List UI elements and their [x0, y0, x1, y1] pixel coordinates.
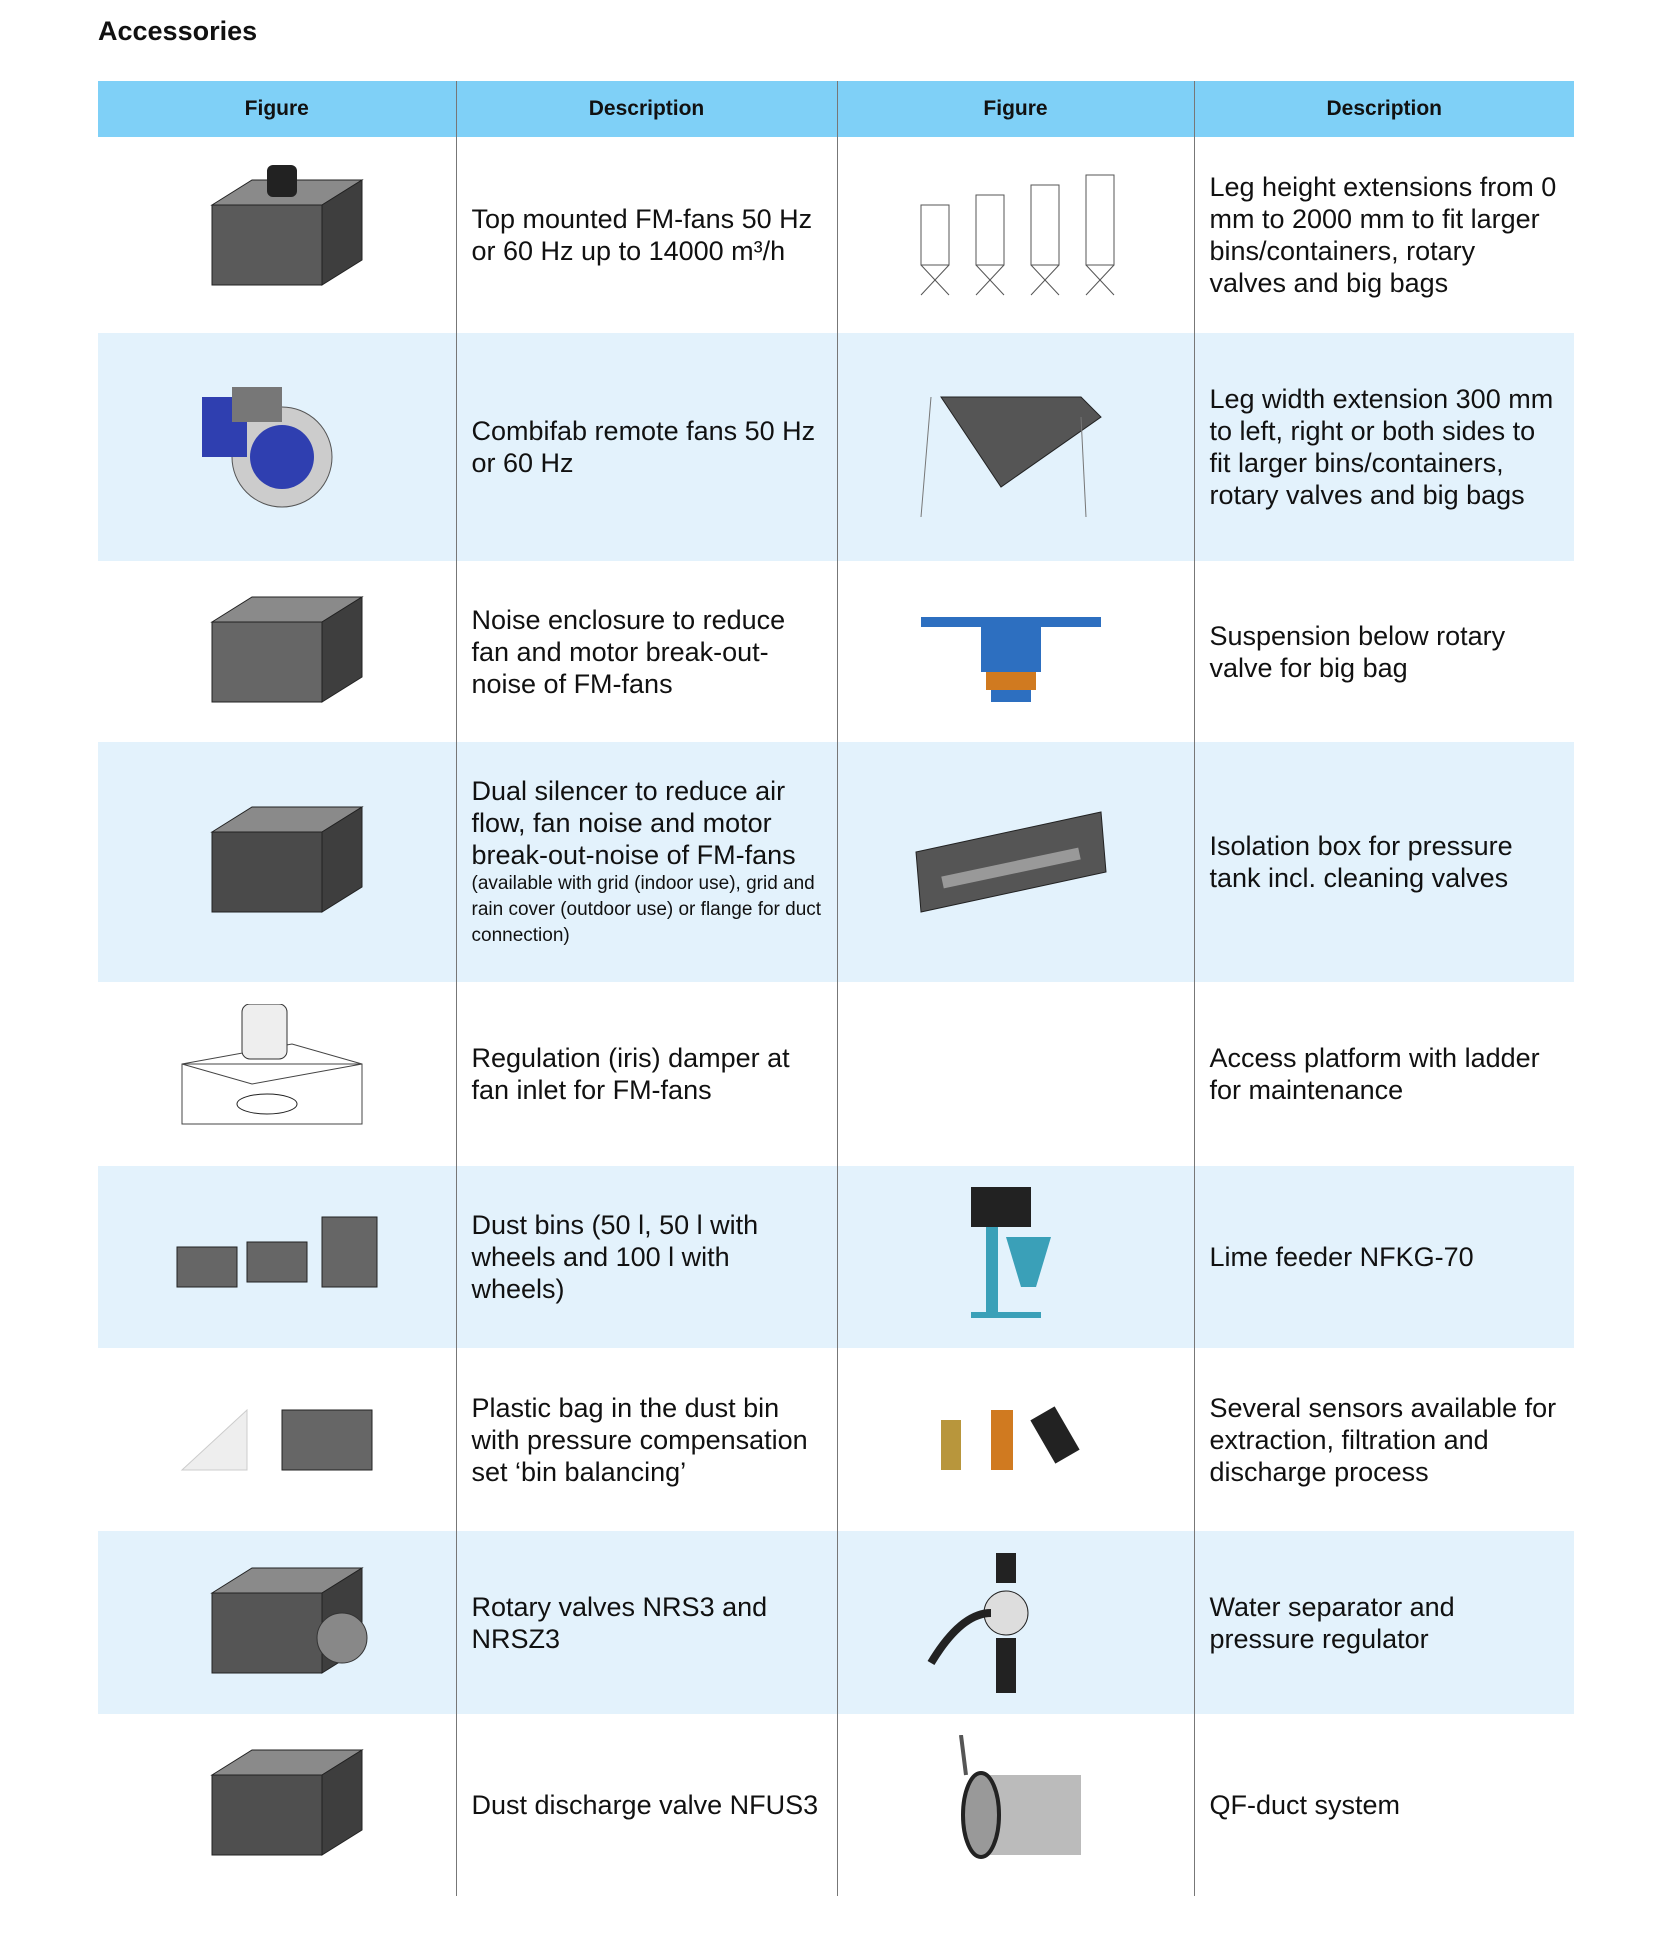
figure-cell	[836, 1531, 1194, 1714]
remote-fan-image	[201, 387, 333, 508]
figure-cell	[836, 742, 1194, 982]
description-cell: Lime feeder NFKG-70	[1193, 1166, 1574, 1348]
iris-damper-image	[181, 1004, 363, 1125]
dust-bins-image	[176, 1216, 378, 1288]
header-figure: Figure	[98, 81, 456, 137]
table-row: Rotary valves NRS3 and NRSZ3 Water separa…	[98, 1531, 1574, 1714]
description-cell: Rotary valves NRS3 and NRSZ3	[455, 1531, 837, 1714]
table-row: Top mounted FM-fans 50 Hz or 60 Hz up to…	[98, 137, 1574, 333]
description-text: Plastic bag in the dust bin with pressur…	[471, 1392, 808, 1487]
description-cell: Several sensors available for extraction…	[1193, 1348, 1574, 1531]
dual-silencer-image	[210, 806, 364, 913]
figure-cell	[98, 742, 456, 982]
figure-cell	[836, 982, 1194, 1166]
description-text: QF-duct system	[1209, 1790, 1401, 1820]
description-cell: Top mounted FM-fans 50 Hz or 60 Hz up to…	[455, 137, 837, 333]
figure-cell	[98, 982, 456, 1166]
description-text: Isolation box for pressure tank incl. cl…	[1209, 831, 1513, 893]
description-cell: Regulation (iris) damper at fan inlet fo…	[455, 982, 837, 1166]
top-mounted-fan-image	[210, 165, 364, 286]
description-text: Lime feeder NFKG-70	[1209, 1242, 1474, 1272]
noise-enclosure-image	[210, 595, 364, 703]
description-cell: Dust bins (50 l, 50 l with wheels and 10…	[455, 1166, 837, 1348]
figure-cell	[836, 1714, 1194, 1896]
figure-cell	[98, 333, 456, 561]
table-row: Noise enclosure to reduce fan and motor …	[98, 561, 1574, 742]
description-cell: Noise enclosure to reduce fan and motor …	[455, 561, 837, 742]
isolation-box-image	[914, 811, 1107, 913]
header-description: Description	[455, 81, 837, 137]
sensors-image	[940, 1405, 1080, 1470]
description-cell: Suspension below rotary valve for big ba…	[1193, 561, 1574, 742]
accessories-table: Figure Description Figure Description To…	[98, 81, 1574, 1896]
figure-cell	[98, 1531, 456, 1714]
big-bag-suspension-image	[920, 616, 1101, 702]
page-title: Accessories	[98, 16, 258, 46]
description-text: Dual silencer to reduce air flow, fan no…	[471, 776, 796, 870]
description-text: Leg width extension 300 mm to left, righ…	[1209, 384, 1554, 510]
figure-cell	[836, 561, 1194, 742]
description-text: Top mounted FM-fans 50 Hz or 60 Hz up to…	[471, 204, 813, 266]
table-row: Dust bins (50 l, 50 l with wheels and 10…	[98, 1166, 1574, 1348]
description-cell: QF-duct system	[1193, 1714, 1574, 1896]
description-cell: Water separator and pressure regulator	[1193, 1531, 1574, 1714]
description-text: Suspension below rotary valve for big ba…	[1209, 620, 1506, 683]
figure-cell	[98, 1166, 456, 1348]
table-header: Figure Description Figure Description	[98, 81, 1574, 137]
description-text: Water separator and pressure regulator	[1209, 1591, 1455, 1654]
description-text: Leg height extensions from 0 mm to 2000 …	[1209, 172, 1557, 298]
description-cell: Leg height extensions from 0 mm to 2000 …	[1193, 137, 1574, 333]
figure-cell	[98, 137, 456, 333]
leg-height-extensions-image	[920, 174, 1114, 296]
rotary-valve-image	[210, 1566, 368, 1674]
description-cell: Plastic bag in the dust bin with pressur…	[455, 1348, 837, 1531]
figure-cell	[836, 1348, 1194, 1531]
bin-balancing-image	[180, 1408, 373, 1470]
description-text: Regulation (iris) damper at fan inlet fo…	[471, 1043, 790, 1105]
description-note: (available with grid (indoor use), grid …	[471, 873, 822, 946]
table-row: Regulation (iris) damper at fan inlet fo…	[98, 982, 1574, 1166]
description-text: Noise enclosure to reduce fan and motor …	[471, 604, 786, 699]
figure-cell	[98, 561, 456, 742]
table-row: Combifab remote fans 50 Hz or 60 Hz Leg w…	[98, 333, 1574, 561]
description-cell: Combifab remote fans 50 Hz or 60 Hz	[455, 333, 837, 561]
leg-width-extension-image	[920, 396, 1102, 517]
description-cell: Dual silencer to reduce air flow, fan no…	[455, 742, 837, 982]
description-cell: Isolation box for pressure tank incl. cl…	[1193, 742, 1574, 982]
qf-duct-image	[958, 1735, 1081, 1859]
dust-discharge-valve-image	[210, 1749, 364, 1856]
table-row: Dust discharge valve NFUS3 QF-duct system	[98, 1714, 1574, 1896]
figure-cell	[836, 137, 1194, 333]
description-cell: Dust discharge valve NFUS3	[455, 1714, 837, 1896]
water-separator-image	[927, 1552, 1028, 1693]
description-text: Dust bins (50 l, 50 l with wheels and 10…	[471, 1210, 759, 1304]
figure-cell	[98, 1348, 456, 1531]
description-text: Dust discharge valve NFUS3	[471, 1790, 819, 1820]
figure-cell	[836, 1166, 1194, 1348]
description-cell: Leg width extension 300 mm to left, righ…	[1193, 333, 1574, 561]
description-cell: Access platform with ladder for maintena…	[1193, 982, 1574, 1166]
description-text: Rotary valves NRS3 and NRSZ3	[471, 1591, 768, 1654]
lime-feeder-image	[970, 1187, 1051, 1318]
description-text: Several sensors available for extraction…	[1209, 1392, 1557, 1487]
description-text: Access platform with ladder for maintena…	[1209, 1043, 1540, 1105]
table-row: Plastic bag in the dust bin with pressur…	[98, 1348, 1574, 1531]
figure-cell	[836, 333, 1194, 561]
table-row: Dual silencer to reduce air flow, fan no…	[98, 742, 1574, 982]
figure-cell	[98, 1714, 456, 1896]
header-figure: Figure	[836, 81, 1194, 137]
description-text: Combifab remote fans 50 Hz or 60 Hz	[471, 416, 816, 478]
access-platform-image	[911, 1004, 1121, 1144]
header-description: Description	[1193, 81, 1574, 137]
